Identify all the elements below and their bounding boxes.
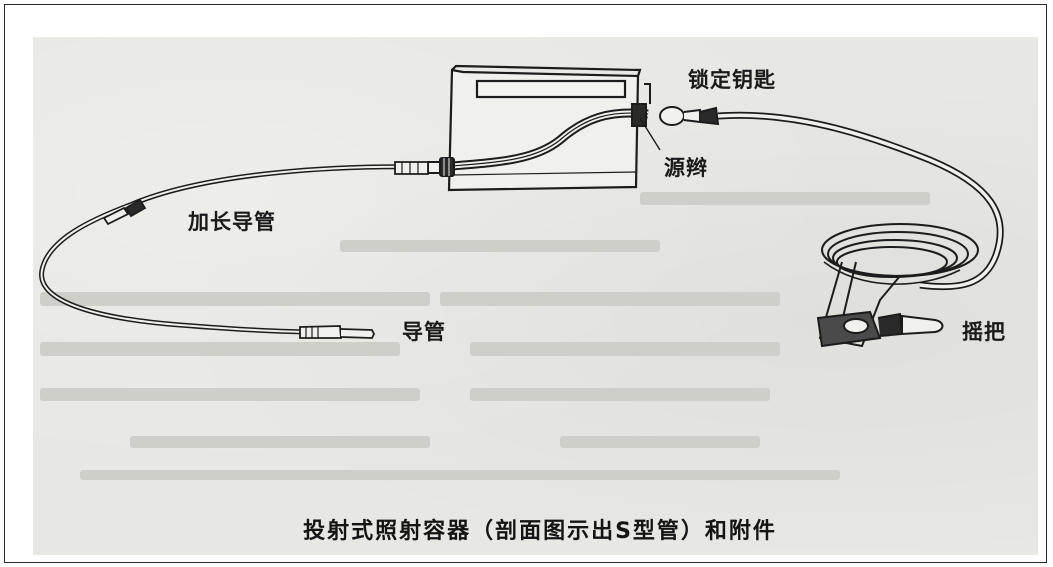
extension-tube [39, 164, 429, 335]
label-guide-tube: 导管 [402, 320, 446, 344]
left-coupling [427, 157, 455, 177]
label-crank: 摇把 [962, 320, 1006, 344]
crank-handle-grip [901, 314, 944, 336]
container-body [447, 64, 642, 192]
s-tube [451, 108, 649, 171]
leader-lines [639, 117, 661, 151]
label-lock-key: 锁定钥匙 [688, 68, 776, 92]
label-extension-tube: 加长导管 [188, 210, 276, 234]
container-top-edge [451, 64, 642, 77]
extension-tube-inner [40, 165, 429, 333]
crank-cable [717, 111, 1004, 291]
extension-tube-joint [102, 198, 147, 226]
label-source-valve: 源辫 [664, 156, 708, 180]
container-lower-shading [451, 171, 637, 176]
crank-handle-arm [877, 312, 904, 337]
crank-stand [818, 261, 901, 348]
left-connector [394, 161, 429, 175]
coiled-cable [821, 223, 979, 285]
source-valve-leader [639, 117, 661, 151]
crank-unit [816, 261, 944, 348]
figure-caption: 投射式照射容器（剖面图示出S型管）和附件 [303, 519, 777, 544]
s-tube-core [451, 112, 649, 167]
crank-cable-inner [717, 113, 1002, 289]
faded-background-text [40, 192, 930, 480]
container-window [475, 79, 627, 99]
lock-key-assembly [631, 83, 720, 127]
guide-tube-connector [299, 325, 376, 339]
